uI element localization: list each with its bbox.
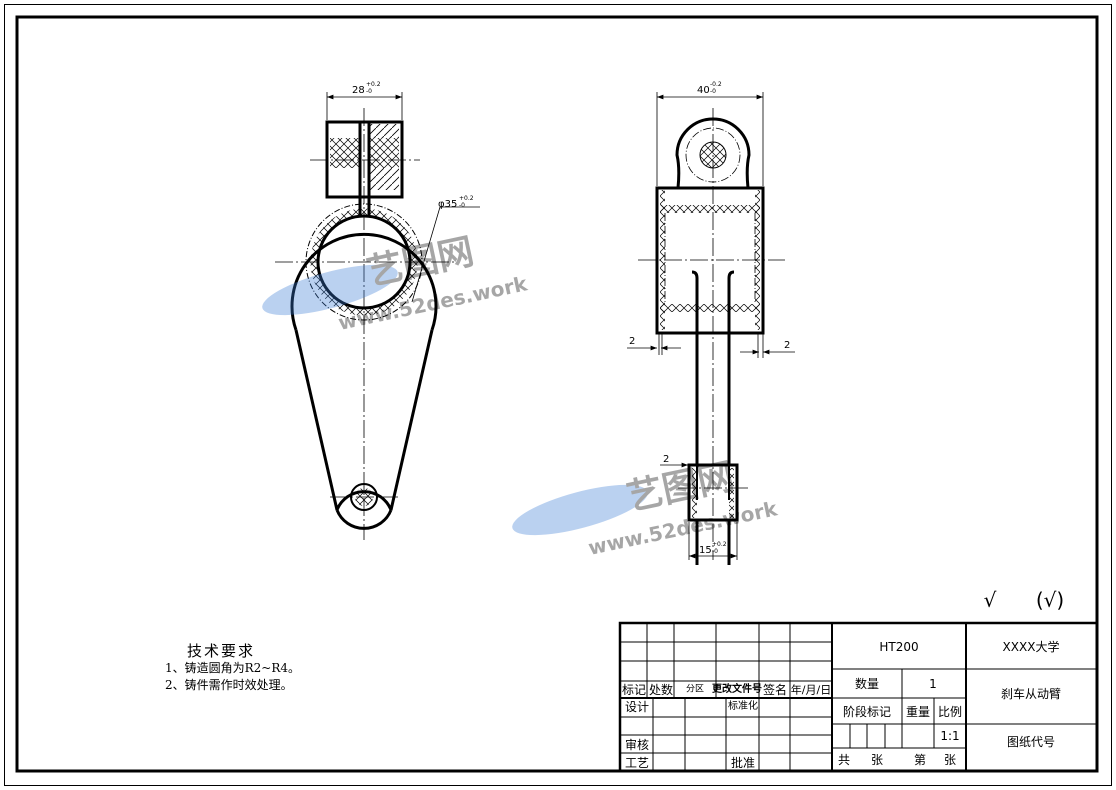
dim-side-width: 40 [697, 85, 710, 96]
weight-label: 重量 [905, 705, 931, 719]
scale-value: 1:1 [940, 729, 960, 743]
front-view [275, 92, 480, 540]
dim-tol-lower: -0 [712, 548, 718, 555]
part-name: 刹车从动臂 [1000, 687, 1062, 701]
header-count: 处数 [648, 683, 674, 697]
dim-wall-left: 2 [629, 336, 635, 347]
dim-front-width: 28 [352, 85, 365, 96]
quantity-label: 数量 [854, 677, 880, 691]
role-review: 审核 [624, 738, 650, 752]
dim-bore-dia: φ35 [438, 199, 457, 210]
outer-border [4, 4, 1112, 786]
sheets-unit: 张 [943, 753, 957, 767]
side-view [627, 92, 795, 565]
organization: XXXX大学 [1002, 640, 1060, 654]
role-standardization: 标准化 [728, 701, 758, 712]
dim-tol-lower: -0 [459, 202, 465, 209]
header-zone: 分区 [685, 684, 705, 695]
role-process: 工艺 [624, 756, 650, 770]
dim-boss-width: 15 [699, 545, 712, 556]
dim-tol-lower: -0 [710, 88, 716, 95]
scale-label: 比例 [937, 705, 963, 719]
sheets-unit: 张 [870, 753, 884, 767]
dim-boss-wall: 2 [663, 454, 669, 465]
note-item: 1、铸造圆角为R2~R4。 [165, 661, 301, 675]
quantity-value: 1 [929, 677, 937, 691]
inner-border [15, 15, 1099, 773]
dim-tol-upper: +0.2 [712, 541, 727, 548]
dim-tol-upper: -0.2 [710, 81, 722, 88]
dim-wall-right: 2 [784, 340, 790, 351]
drawing-no-label: 图纸代号 [1006, 735, 1056, 749]
header-signature: 签名 [762, 683, 788, 697]
dim-tol-upper: +0.2 [459, 195, 474, 202]
sheet-no-label: 第 [913, 753, 927, 767]
header-change-doc: 更改文件号 [712, 684, 762, 695]
sheets-total-label: 共 [837, 753, 851, 767]
dim-tol-upper: +0.2 [366, 81, 381, 88]
role-approve: 批准 [730, 756, 756, 770]
roughness-symbol: √ [983, 588, 997, 612]
note-item: 2、铸件需作时效处理。 [165, 678, 293, 692]
notes-title: 技术要求 [187, 642, 256, 660]
role-design: 设计 [624, 700, 650, 714]
dim-tol-lower: -0 [366, 88, 372, 95]
header-mark: 标记 [621, 683, 647, 697]
stage-label: 阶段标记 [842, 705, 892, 719]
title-block-grid [618, 621, 1099, 773]
header-date: 年/月/日 [790, 683, 832, 697]
roughness-general: (√) [1035, 588, 1065, 612]
technical-requirements: 技术要求 1、铸造圆角为R2~R4。 2、铸件需作时效处理。 [165, 643, 300, 694]
material: HT200 [879, 640, 919, 654]
